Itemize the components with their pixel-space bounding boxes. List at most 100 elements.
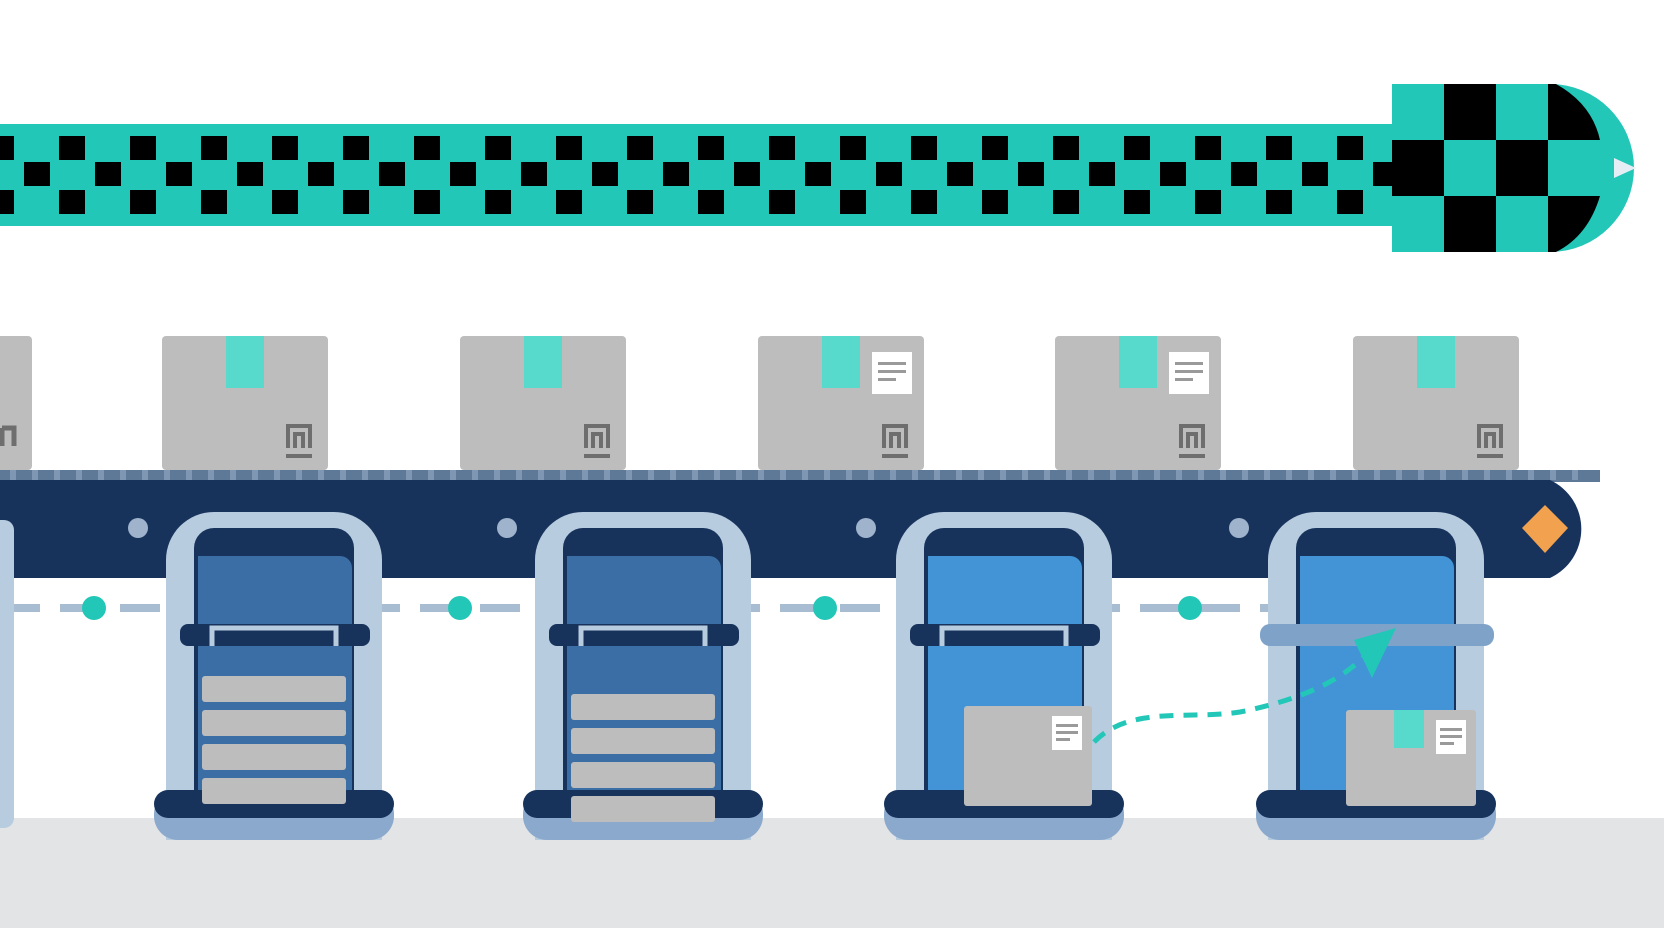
tray bbox=[202, 744, 346, 770]
package-icon bbox=[1346, 710, 1476, 806]
check-square bbox=[840, 136, 866, 160]
rail-tooth bbox=[1286, 470, 1292, 480]
package-icon bbox=[0, 336, 32, 470]
package-icon bbox=[1353, 336, 1519, 470]
transfer-arrowhead bbox=[1354, 628, 1396, 678]
checkered-arrow-icon bbox=[0, 84, 1636, 252]
check-square bbox=[1053, 190, 1079, 214]
label-line bbox=[1175, 370, 1203, 373]
rail-tooth bbox=[1198, 470, 1204, 480]
rail-tooth bbox=[1550, 470, 1556, 480]
check-square bbox=[876, 162, 902, 186]
box-tape bbox=[1394, 710, 1424, 748]
rail-tooth bbox=[1088, 470, 1094, 480]
tray bbox=[202, 778, 346, 804]
rail-tooth bbox=[450, 470, 456, 480]
rail-tooth bbox=[1352, 470, 1358, 480]
rail-tooth bbox=[384, 470, 390, 480]
belt-body bbox=[0, 480, 1582, 578]
check-square bbox=[237, 162, 263, 186]
rail-tooth bbox=[956, 470, 962, 480]
belt-rail-teeth bbox=[10, 470, 1578, 480]
machine-clamp-bracket bbox=[939, 625, 1069, 646]
box-body bbox=[0, 336, 32, 470]
check-square bbox=[1195, 136, 1221, 160]
rail-tooth bbox=[494, 470, 500, 480]
check-square bbox=[24, 162, 50, 186]
tray bbox=[571, 796, 715, 822]
rail-tooth bbox=[362, 470, 368, 480]
rail-tooth bbox=[54, 470, 60, 480]
document-label-icon bbox=[1169, 352, 1209, 394]
check-square bbox=[308, 162, 334, 186]
dashed-arrow-icon bbox=[1092, 628, 1396, 744]
belt-bolt bbox=[497, 518, 517, 538]
document-label-icon bbox=[1436, 720, 1466, 754]
box-symbol bbox=[584, 424, 610, 448]
check-square bbox=[911, 136, 937, 160]
rail-tooth bbox=[1418, 470, 1424, 480]
rail-tooth bbox=[1066, 470, 1072, 480]
rail-tooth bbox=[1044, 470, 1050, 480]
box-symbol-line bbox=[1179, 454, 1205, 458]
rail-tooth bbox=[1484, 470, 1490, 480]
diamond-icon bbox=[1522, 505, 1568, 553]
check-square bbox=[1302, 162, 1328, 186]
label-line bbox=[1056, 731, 1078, 734]
rail-tooth bbox=[1440, 470, 1446, 480]
label-line bbox=[1175, 362, 1203, 365]
check-square bbox=[1124, 190, 1150, 214]
check-square bbox=[59, 136, 85, 160]
rail-tooth bbox=[274, 470, 280, 480]
rail-tooth bbox=[802, 470, 808, 480]
box-symbol-line bbox=[882, 454, 908, 458]
check-square bbox=[166, 162, 192, 186]
box-tape bbox=[226, 336, 264, 388]
rail-tooth bbox=[142, 470, 148, 480]
rail-tooth bbox=[340, 470, 346, 480]
box-symbol-line bbox=[1477, 454, 1503, 458]
check-square bbox=[0, 190, 14, 214]
rail-tooth bbox=[758, 470, 764, 480]
box-symbol bbox=[1179, 424, 1205, 448]
label-line bbox=[878, 362, 906, 365]
rail-tooth bbox=[736, 470, 742, 480]
rail-tooth bbox=[1022, 470, 1028, 480]
rail-tooth bbox=[1506, 470, 1512, 480]
label-line bbox=[1056, 724, 1078, 727]
rail-tooth bbox=[1242, 470, 1248, 480]
rail-tooth bbox=[1176, 470, 1182, 480]
rail-tooth bbox=[1308, 470, 1314, 480]
check-square bbox=[1337, 136, 1363, 160]
rail-tooth bbox=[538, 470, 544, 480]
connector-dot bbox=[1178, 596, 1202, 620]
check-square bbox=[627, 190, 653, 214]
check-square bbox=[556, 190, 582, 214]
machine-edge bbox=[0, 520, 14, 828]
arrow-tip-glint bbox=[1614, 158, 1636, 178]
rail-tooth bbox=[98, 470, 104, 480]
rail-tooth bbox=[1330, 470, 1336, 480]
check-square bbox=[911, 190, 937, 214]
box-symbol-line bbox=[584, 454, 610, 458]
label-line bbox=[878, 378, 896, 381]
rail-tooth bbox=[582, 470, 588, 480]
document-label-icon bbox=[872, 352, 912, 394]
package-icon bbox=[1055, 336, 1221, 470]
rail-tooth bbox=[846, 470, 852, 480]
head-check bbox=[1548, 84, 1600, 140]
rail-tooth bbox=[516, 470, 522, 480]
check-square bbox=[130, 190, 156, 214]
check-square bbox=[805, 162, 831, 186]
rail-tooth bbox=[912, 470, 918, 480]
box-symbol bbox=[1477, 424, 1503, 448]
tray bbox=[571, 728, 715, 754]
rail-tooth bbox=[560, 470, 566, 480]
check-square bbox=[556, 136, 582, 160]
rail-tooth bbox=[120, 470, 126, 480]
check-square bbox=[1053, 136, 1079, 160]
box-symbol bbox=[0, 425, 17, 446]
check-square bbox=[414, 190, 440, 214]
package-row bbox=[0, 336, 1519, 470]
check-square bbox=[982, 136, 1008, 160]
